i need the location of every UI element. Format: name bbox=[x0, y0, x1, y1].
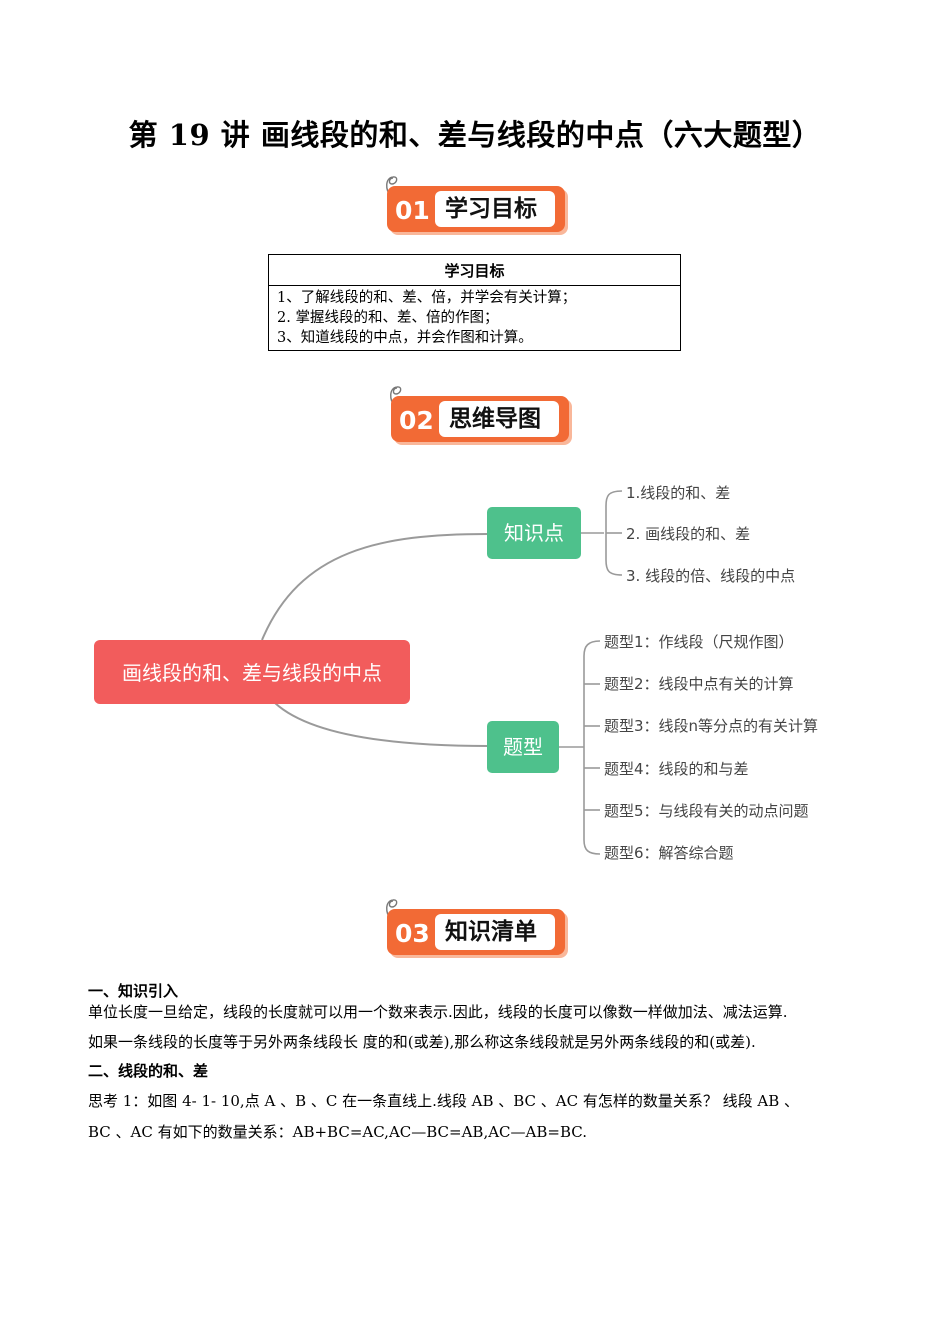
paragraph-line: 思考 1：如图 4- 1- 10,点 A 、B 、C 在一条直线上.线段 AB … bbox=[88, 1092, 800, 1110]
objective-item: 3、知道线段的中点，并会作图和计算。 bbox=[277, 330, 533, 346]
objective-item: 2. 掌握线段的和、差、倍的作图； bbox=[277, 310, 499, 326]
section-label: 知识清单 bbox=[435, 914, 555, 950]
curl-icon bbox=[386, 176, 398, 197]
curl-icon bbox=[386, 899, 398, 920]
question-type-item: 题型2：线段中点有关的计算 bbox=[604, 675, 794, 693]
question-type-item: 题型6：解答综合题 bbox=[604, 844, 734, 862]
mind-map: 画线段的和、差与线段的中点 知识点 1.线段的和、差 2. 画线段的和、差 3.… bbox=[94, 484, 818, 862]
objective-item: 1、了解线段的和、差、倍，并学会有关计算； bbox=[277, 290, 577, 306]
section-number: 02 bbox=[399, 406, 434, 435]
curl-icon bbox=[390, 386, 402, 407]
knowledge-item: 2. 画线段的和、差 bbox=[626, 525, 750, 543]
root-node-label: 画线段的和、差与线段的中点 bbox=[122, 661, 382, 685]
page-title: 第 19 讲 画线段的和、差与线段的中点（六大题型） bbox=[128, 118, 822, 152]
question-type-item: 题型4：线段的和与差 bbox=[604, 760, 749, 778]
branch-node-question-types bbox=[487, 721, 559, 773]
section-number: 01 bbox=[395, 196, 430, 225]
question-type-item: 题型1：作线段（尺规作图） bbox=[604, 633, 794, 651]
connector-line bbox=[274, 702, 489, 747]
knowledge-item: 1.线段的和、差 bbox=[626, 484, 730, 502]
question-type-item: 题型3：线段n等分点的有关计算 bbox=[604, 717, 818, 735]
section-number: 03 bbox=[395, 919, 430, 948]
objectives-table: 学习目标 1、了解线段的和、差、倍，并学会有关计算； 2. 掌握线段的和、差、倍… bbox=[268, 254, 681, 351]
section-banner-knowledge-list: 03 知识清单 bbox=[383, 895, 583, 957]
branch-node-label: 题型 bbox=[503, 735, 543, 759]
section-heading: 二、线段的和、差 bbox=[88, 1062, 209, 1080]
knowledge-item: 3. 线段的倍、线段的中点 bbox=[626, 567, 795, 585]
question-type-item: 题型5：与线段有关的动点问题 bbox=[604, 802, 809, 820]
paragraph-line: 单位长度一旦给定，线段的长度就可以用一个数来表示.因此，线段的长度可以像数一样做… bbox=[88, 1003, 788, 1021]
paragraph-line: BC 、AC 有如下的数量关系：AB+BC=AC,AC—BC=AB,AC—AB=… bbox=[88, 1123, 587, 1141]
objectives-header: 学习目标 bbox=[268, 254, 681, 286]
section-banner-mindmap: 02 思维导图 bbox=[387, 382, 587, 444]
section-label: 学习目标 bbox=[435, 191, 555, 227]
connector-line bbox=[261, 533, 489, 641]
section-heading: 一、知识引入 bbox=[88, 982, 179, 1000]
paragraph-line: 如果一条线段的长度等于另外两条线段长 度的和(或差),那么称这条线段就是另外两条… bbox=[88, 1033, 756, 1051]
section-label: 思维导图 bbox=[439, 401, 559, 437]
branch-node-knowledge bbox=[487, 507, 581, 559]
branch-node-label: 知识点 bbox=[504, 521, 564, 545]
section-banner-objectives: 01 学习目标 bbox=[383, 172, 583, 234]
objectives-list: 1、了解线段的和、差、倍，并学会有关计算； 2. 掌握线段的和、差、倍的作图； … bbox=[268, 285, 681, 351]
root-node bbox=[94, 640, 410, 704]
